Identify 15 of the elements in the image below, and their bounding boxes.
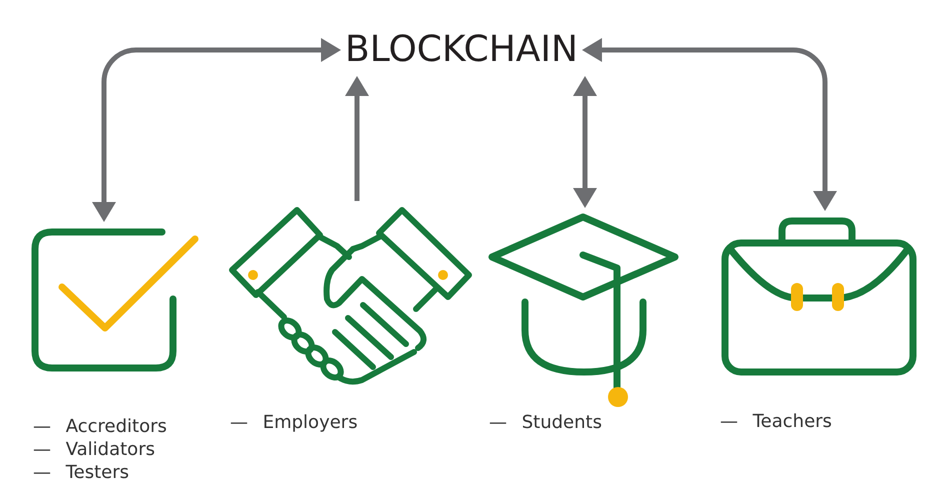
caption-text: — Accreditors (33, 416, 167, 438)
handshake-icon (226, 205, 474, 387)
caption-text: — Employers (230, 412, 358, 434)
double-arrow (582, 38, 837, 211)
checkbox-icon (30, 226, 200, 373)
node-label: BLOCKCHAIN (345, 28, 578, 72)
caption-text: — Students (489, 412, 602, 434)
arrow (345, 76, 369, 201)
caption-text: — Teachers (720, 411, 832, 433)
briefcase-icon (719, 215, 919, 376)
caption-text: — Testers (33, 462, 130, 484)
double-arrow (573, 76, 597, 208)
graduation-cap-icon (487, 212, 681, 410)
caption-text: — Validators (33, 439, 155, 461)
double-arrow (92, 38, 341, 222)
